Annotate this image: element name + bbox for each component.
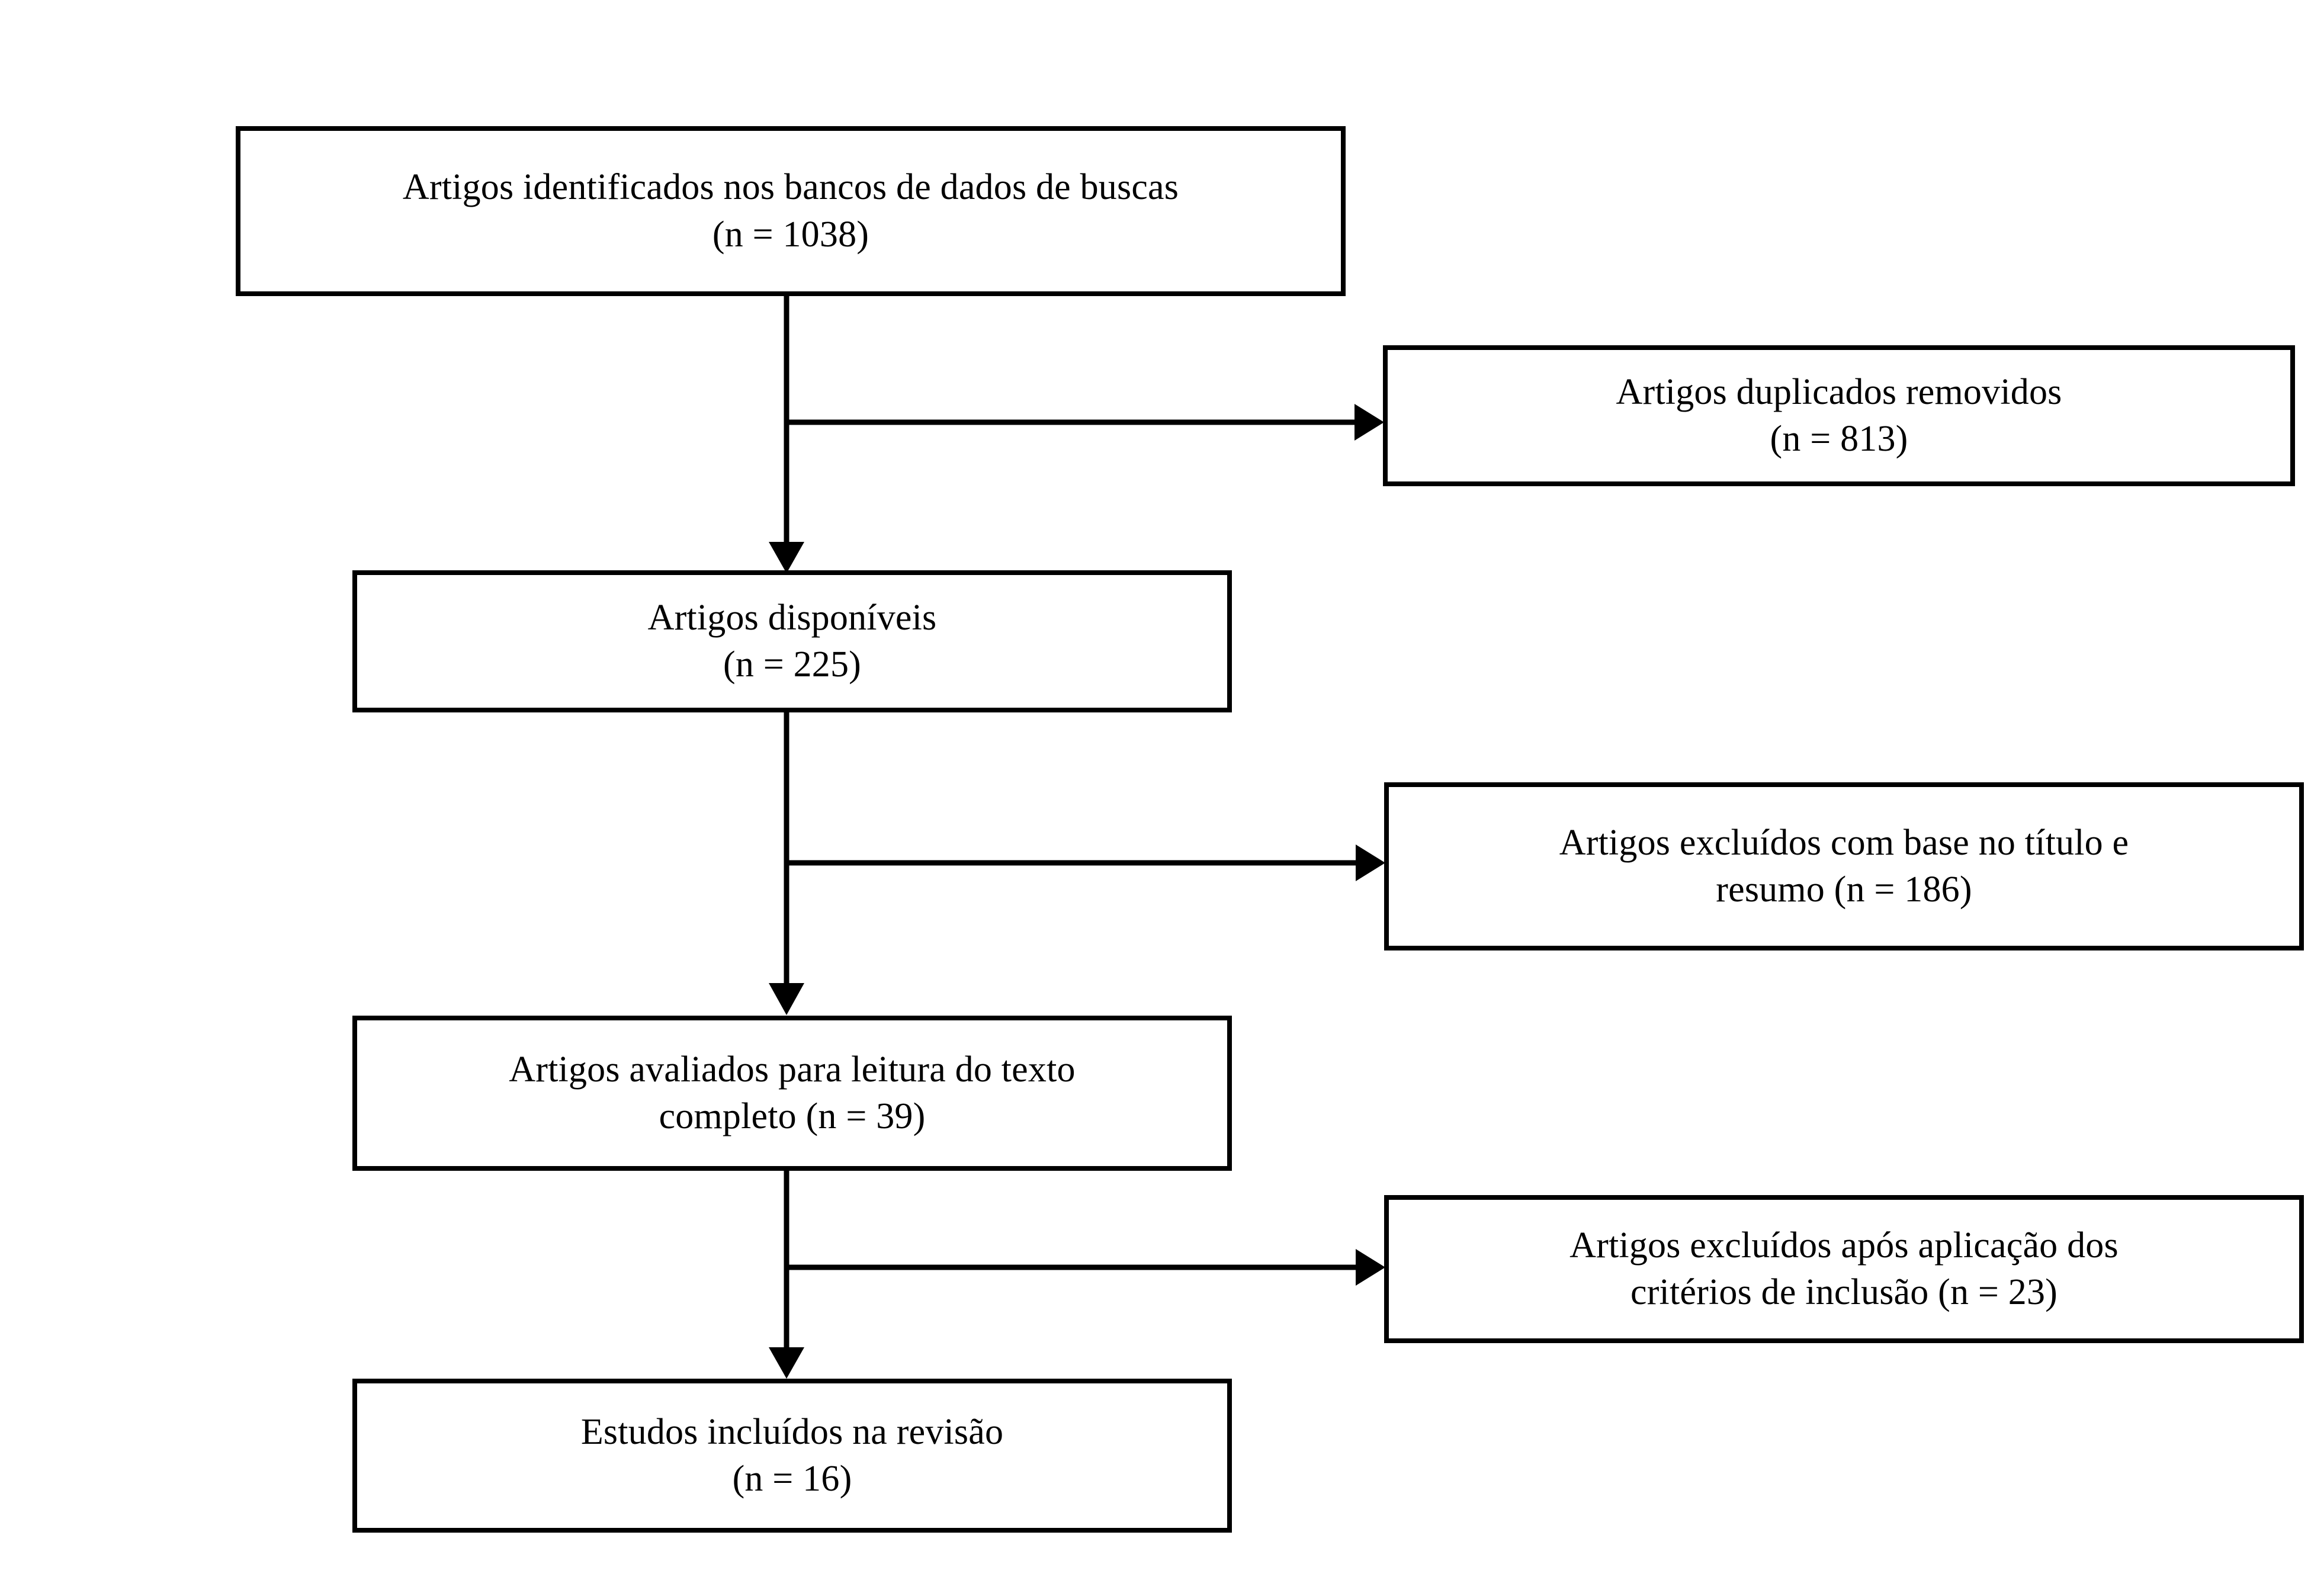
box-duplicates-removed-line1: Artigos duplicados removidos (1616, 371, 2062, 412)
box-assessed-fulltext: Artigos avaliados para leitura do texto c… (352, 1016, 1232, 1171)
connector-available-to-excluded-title (787, 844, 1385, 881)
box-duplicates-removed-line2: (n = 813) (1770, 419, 1908, 459)
box-excluded-title-abstract-line1: Artigos excluídos com base no título e (1559, 822, 2129, 863)
box-included-studies-line1: Estudos incluídos na revisão (580, 1411, 1004, 1452)
box-articles-identified-line1: Artigos identificados nos bancos de dado… (402, 167, 1179, 208)
box-excluded-criteria-line1: Artigos excluídos após aplicação dos (1569, 1225, 2119, 1266)
box-duplicates-removed: Artigos duplicados removidos (n = 813) (1383, 345, 2295, 486)
box-included-studies-line2: (n = 16) (732, 1459, 852, 1499)
box-excluded-title-abstract-text: Artigos excluídos com base no título e re… (1389, 820, 2299, 914)
box-articles-identified: Artigos identificados nos bancos de dado… (236, 126, 1346, 296)
box-excluded-title-abstract: Artigos excluídos com base no título e re… (1384, 782, 2304, 950)
box-duplicates-removed-text: Artigos duplicados removidos (n = 813) (1388, 369, 2290, 463)
connector-assessed-to-included (769, 1171, 804, 1379)
box-excluded-criteria-text: Artigos excluídos após aplicação dos crit… (1389, 1222, 2299, 1316)
box-excluded-criteria-line2: critérios de inclusão (n = 23) (1630, 1272, 2058, 1312)
box-articles-available-line1: Artigos disponíveis (647, 597, 937, 638)
box-assessed-fulltext-line2: completo (n = 39) (659, 1096, 926, 1136)
box-assessed-fulltext-line1: Artigos avaliados para leitura do texto (509, 1049, 1076, 1090)
connector-available-to-assessed (769, 712, 804, 1015)
box-included-studies-text: Estudos incluídos na revisão (n = 16) (357, 1409, 1227, 1503)
box-articles-available-text: Artigos disponíveis (n = 225) (357, 595, 1227, 689)
box-articles-identified-text: Artigos identificados nos bancos de dado… (240, 164, 1341, 258)
box-excluded-criteria: Artigos excluídos após aplicação dos crit… (1384, 1195, 2304, 1343)
connector-identified-to-available (769, 296, 804, 573)
box-articles-identified-line2: (n = 1038) (712, 214, 869, 255)
connector-assessed-to-excluded-criteria (787, 1249, 1385, 1286)
box-included-studies: Estudos incluídos na revisão (n = 16) (352, 1379, 1232, 1533)
box-assessed-fulltext-text: Artigos avaliados para leitura do texto c… (357, 1046, 1227, 1141)
box-articles-available: Artigos disponíveis (n = 225) (352, 570, 1232, 712)
connector-identified-to-duplicates (787, 404, 1384, 441)
box-articles-available-line2: (n = 225) (723, 644, 862, 685)
box-excluded-title-abstract-line2: resumo (n = 186) (1716, 869, 1972, 910)
